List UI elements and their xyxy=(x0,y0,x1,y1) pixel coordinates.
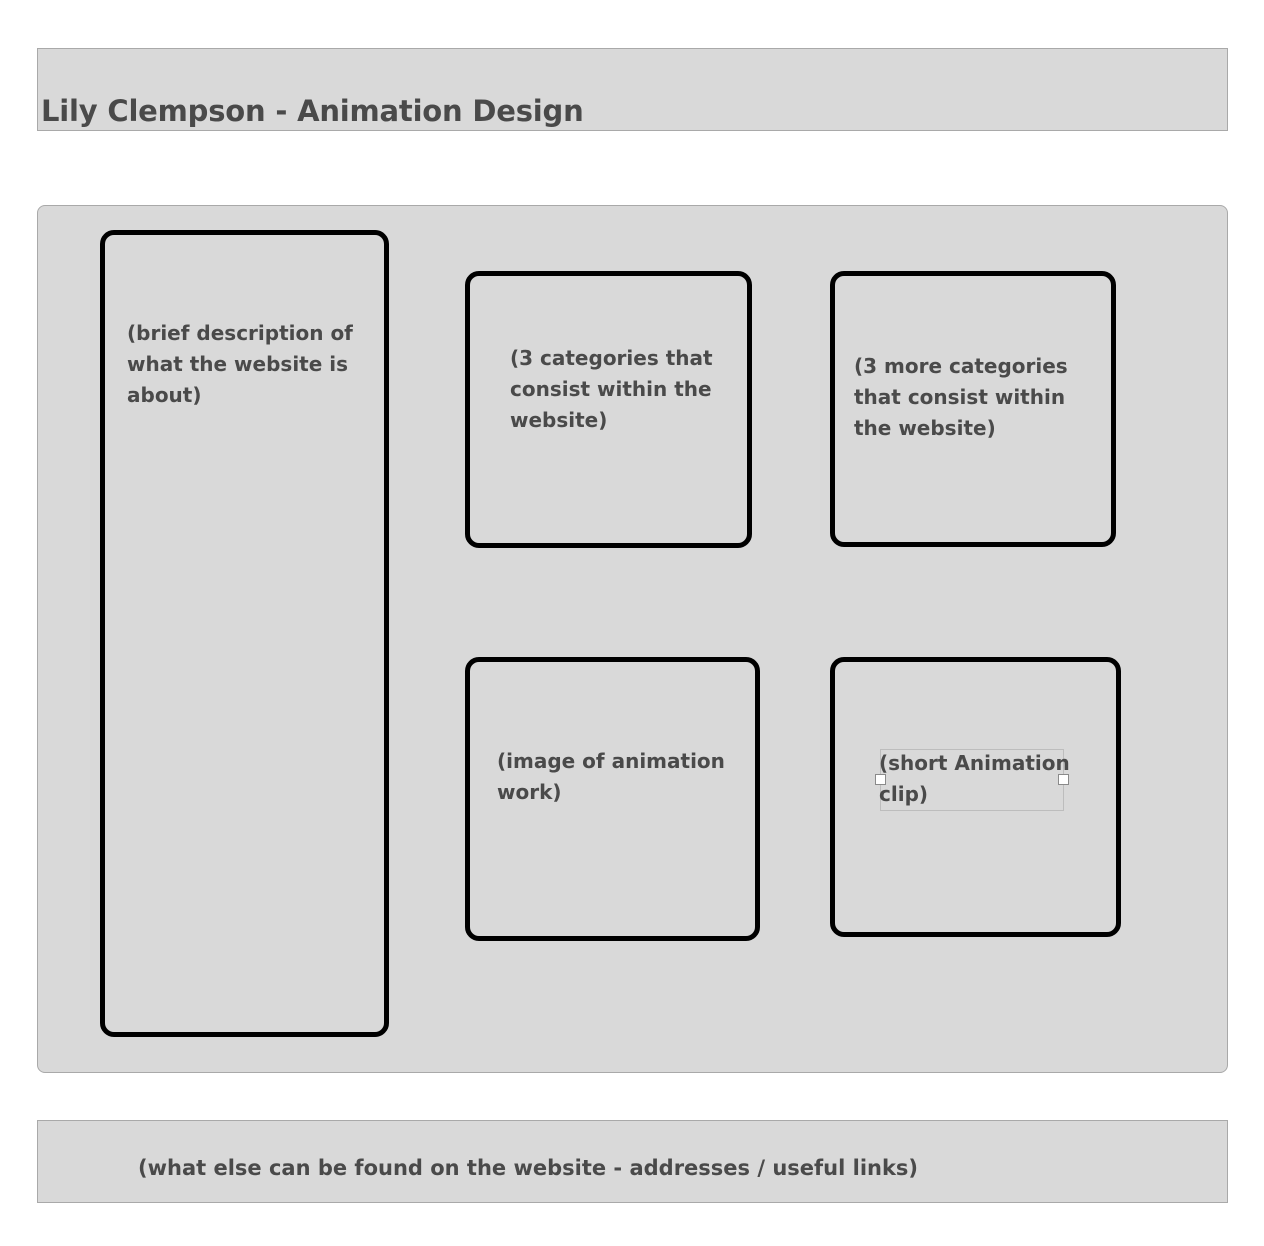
footer-text: (what else can be found on the website -… xyxy=(138,1156,919,1180)
clip-text[interactable]: (short Animation clip) xyxy=(879,751,1070,806)
clip-textbox-selected[interactable]: (short Animation clip) xyxy=(875,749,1070,811)
more-categories-box[interactable]: (3 more categories that consist within t… xyxy=(830,271,1116,547)
page-title: Lily Clempson - Animation Design xyxy=(41,94,584,128)
categories-box[interactable]: (3 categories that consist within the we… xyxy=(465,271,752,548)
description-text: (brief description of what the website i… xyxy=(127,321,353,407)
image-text: (image of animation work) xyxy=(497,749,725,804)
clip-box[interactable]: (short Animation clip) xyxy=(830,657,1121,937)
resize-handle-right[interactable] xyxy=(1058,774,1069,785)
description-box[interactable]: (brief description of what the website i… xyxy=(100,230,389,1037)
more-categories-text: (3 more categories that consist within t… xyxy=(854,354,1068,440)
footer-panel: (what else can be found on the website -… xyxy=(37,1120,1228,1203)
header-panel: Lily Clempson - Animation Design xyxy=(37,48,1228,131)
resize-handle-left[interactable] xyxy=(875,774,886,785)
categories-text: (3 categories that consist within the we… xyxy=(510,346,713,432)
image-box[interactable]: (image of animation work) xyxy=(465,657,760,941)
